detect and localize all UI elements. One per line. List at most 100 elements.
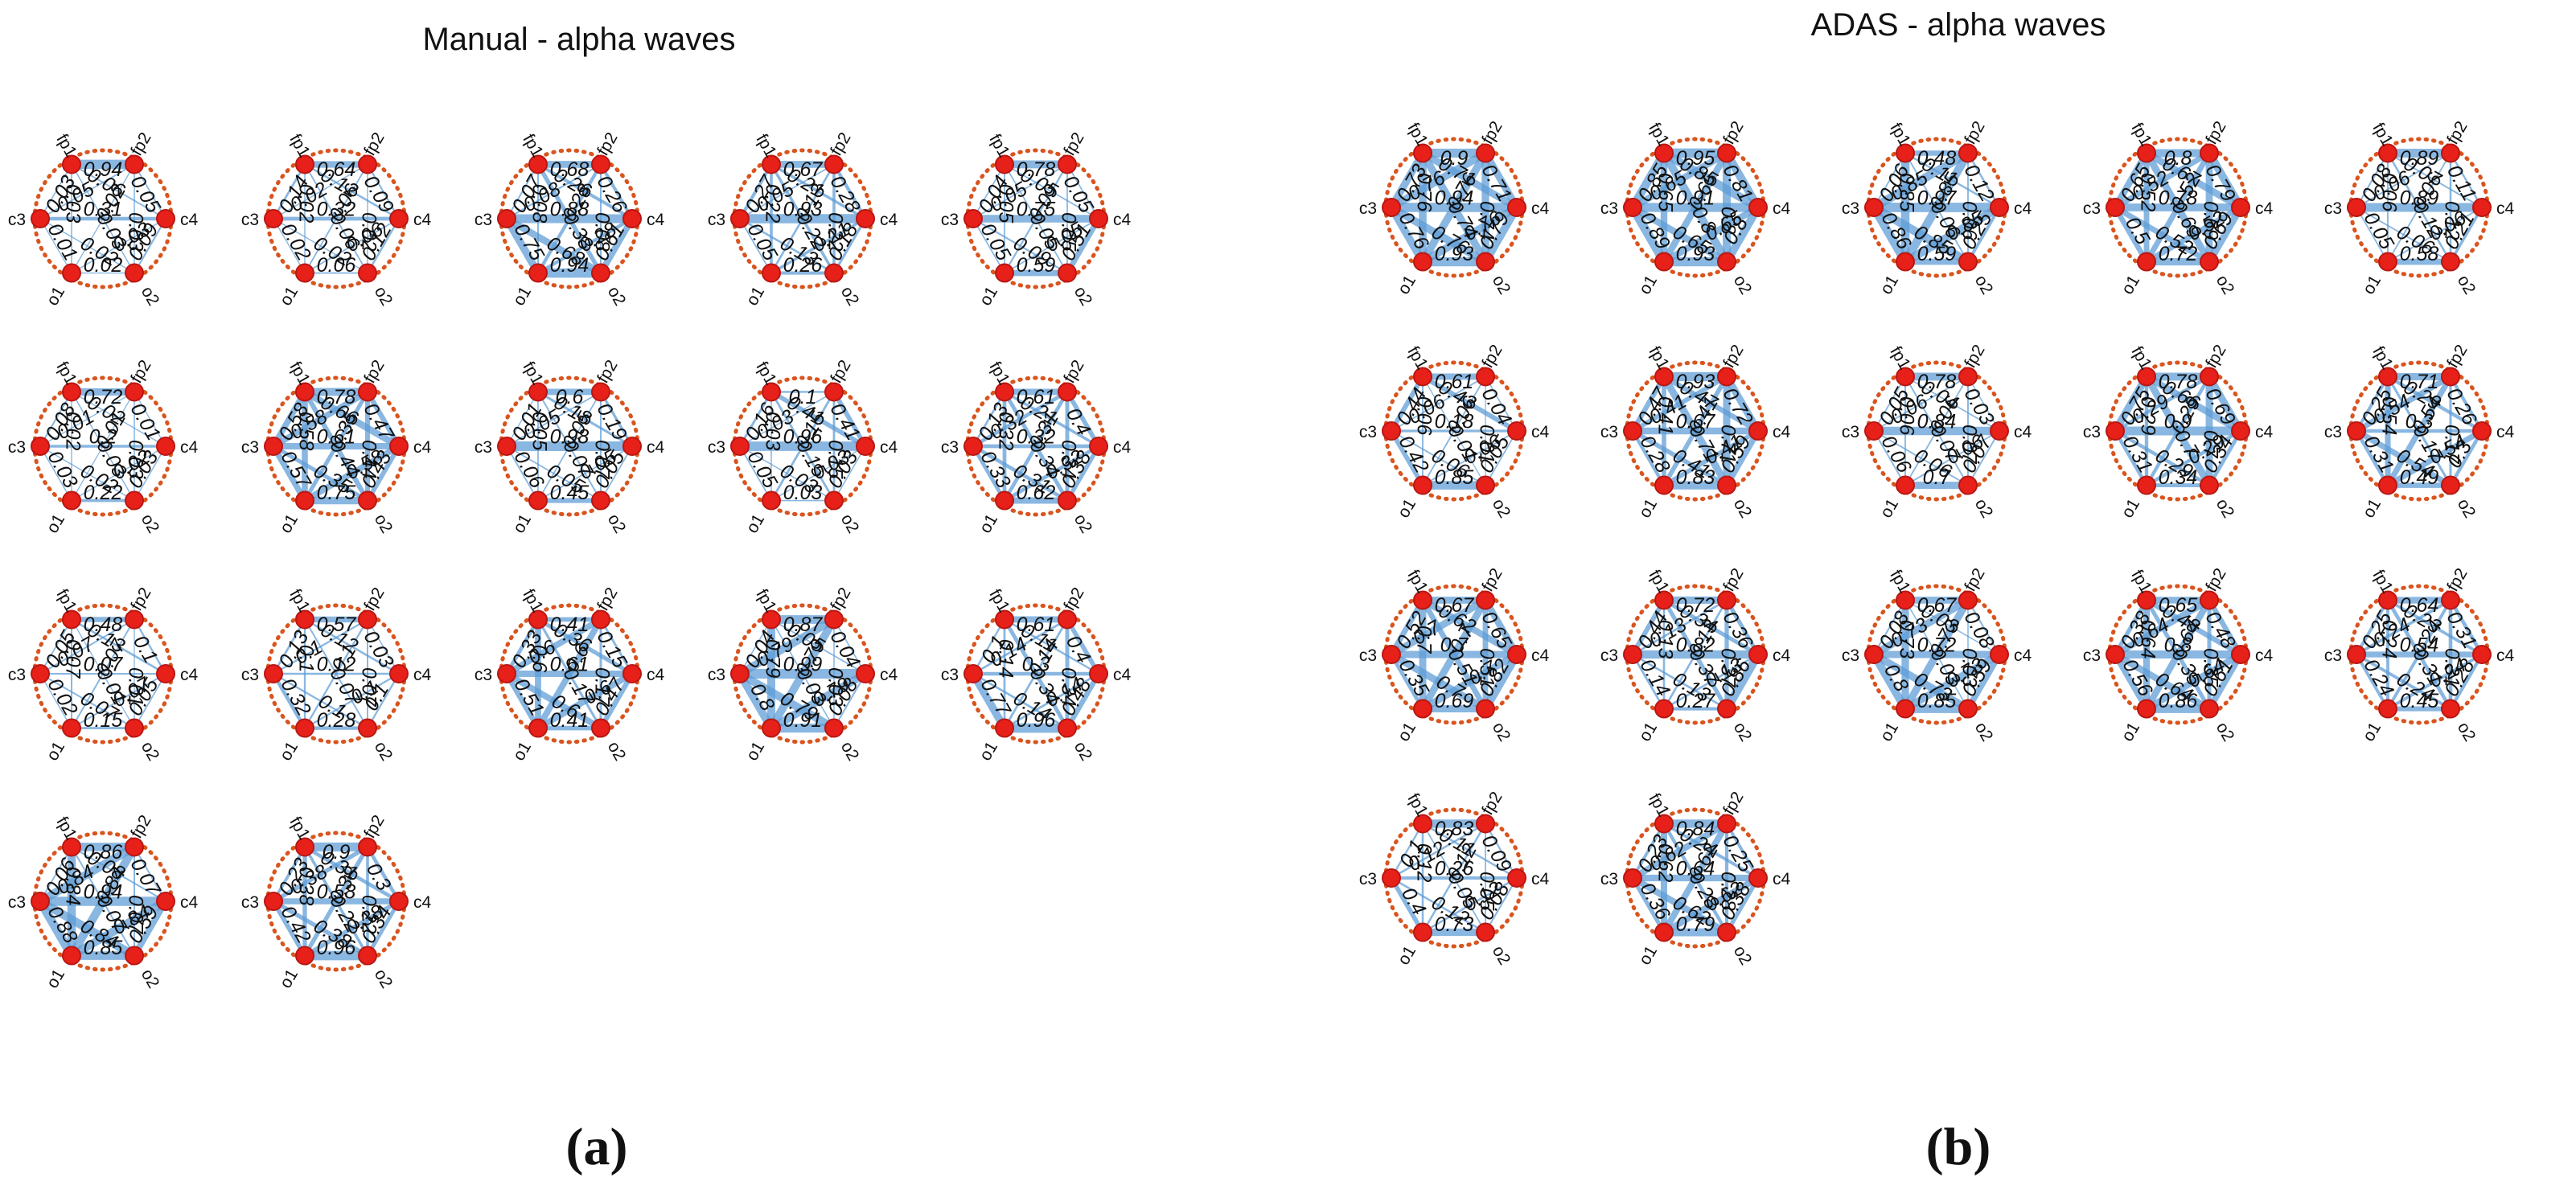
edge-weight-label: 0.8: [1716, 207, 1739, 235]
electrode-o2-label: o2: [1489, 272, 1514, 297]
edge-fp2-c3: [1631, 599, 1728, 656]
edge-weight-label: 0.02: [294, 184, 317, 224]
edge-weight-label: 0.07: [125, 855, 165, 901]
edge-weight-label: 0.61: [1017, 613, 1056, 636]
electrode-c4-label: c4: [880, 211, 898, 229]
electrode-o1-label: o1: [43, 738, 69, 764]
edge-fp2-c4: [599, 618, 634, 675]
edge-weight-label: 0.14: [1635, 655, 1674, 700]
electrode-fp2-node: [591, 382, 610, 402]
electrode-o1-node: [995, 718, 1014, 738]
electrode-c3-label: c3: [8, 893, 26, 912]
electrode-fp1-node: [1654, 143, 1674, 163]
electrode-c3-label: c3: [475, 438, 492, 457]
electrode-fp2-node: [1958, 367, 1978, 387]
edge-c3-o2: [1629, 203, 1731, 265]
edge-weight-label: 0.31: [84, 199, 123, 221]
edge-weight-label: 0.52: [2136, 173, 2159, 212]
edge-c4-o2: [366, 672, 401, 729]
edge-weight-label: 0.67: [1676, 411, 1716, 433]
electrode-o1-label: o1: [743, 511, 769, 536]
electrode-o2-label: o2: [1070, 511, 1096, 536]
electrode-fp2-label: fp2: [1060, 129, 1088, 159]
edge-weight-label: 0.22: [84, 482, 123, 504]
electrode-fp2-label: fp2: [1060, 357, 1088, 387]
edge-weight-label: 0.7: [1412, 626, 1435, 654]
electrode-fp2-label: fp2: [594, 357, 622, 387]
electrode-o1-node: [1654, 475, 1674, 495]
electrode-fp1-node: [995, 382, 1014, 402]
edge-weight-label: 0.34: [1057, 440, 1079, 479]
edge-weight-label: 0.22: [357, 895, 380, 934]
edge-weight-label: 0.29: [2136, 396, 2159, 436]
electrode-c4-label: c4: [2014, 423, 2032, 441]
electrode-o2-label: o2: [604, 738, 630, 764]
electrode-c4-node: [389, 892, 409, 911]
edge-c3-fp1: [1629, 597, 1667, 658]
electrode-c4-label: c4: [413, 893, 432, 912]
electrode-c4-node: [389, 437, 409, 456]
electrode-c3-label: c3: [708, 211, 725, 229]
edge-weight-label: 0.19: [592, 400, 631, 445]
electrode-c4-label: c4: [2255, 646, 2274, 665]
electrode-o2-node: [824, 263, 844, 283]
edge-weight-label: 0.01: [43, 219, 82, 265]
electrode-o2-label: o2: [837, 511, 863, 536]
edge-c3-o2: [1391, 430, 1486, 486]
electrode-o1-node: [528, 263, 548, 283]
edge-weight-label: 0.59: [1017, 254, 1056, 277]
electrode-c3-node: [1623, 868, 1642, 888]
edge-weight-label: 0.74: [1475, 201, 1498, 240]
electrode-c3-node: [264, 664, 283, 683]
edge-weight-label: 0.3: [2405, 411, 2434, 433]
electrode-o1-node: [528, 718, 548, 738]
edge-c4-o2: [133, 217, 167, 274]
electrode-o1-label: o1: [510, 511, 536, 536]
electrode-c3-node: [1864, 421, 1884, 441]
edge-fp2-c4: [2449, 152, 2484, 209]
edge-fp2-c4: [1066, 163, 1099, 219]
electrode-c3-label: c3: [8, 666, 26, 684]
electrode-o2-node: [1058, 718, 1077, 738]
electrode-o1-label: o1: [2360, 719, 2385, 745]
electrode-fp2-node: [125, 382, 144, 402]
edge-fp2-c4: [134, 391, 166, 447]
edge-weight-label: 0.84: [1917, 411, 1957, 433]
electrode-c4-node: [1748, 645, 1768, 664]
edge-weight-label: 0.2: [89, 426, 117, 449]
edge-fp2-c4: [134, 163, 166, 219]
edge-c3-o2: [971, 444, 1070, 503]
electrode-c3-label: c3: [2083, 199, 2101, 218]
electrode-fp2-label: fp2: [2202, 118, 2230, 148]
edge-o1-c3: [39, 673, 72, 729]
electrode-fp2-node: [1717, 143, 1736, 163]
electrode-fp1-node: [1654, 367, 1674, 387]
edge-fp2-c3: [2353, 373, 2454, 434]
electrode-o1-node: [995, 263, 1014, 283]
electrode-o1-label: o1: [2360, 495, 2385, 521]
edge-weight-label: 0.03: [124, 212, 146, 252]
edge-weight-label: 0.15: [592, 627, 631, 672]
electrode-o2-node: [1958, 699, 1978, 719]
edge-fp2-c4: [1481, 149, 1521, 211]
edge-c4-o2: [365, 444, 401, 503]
edge-o1-c3: [739, 218, 772, 274]
adas-panel-title: ADAS - alpha waves: [1811, 7, 2106, 43]
edge-c3-fp1: [39, 618, 72, 675]
edge-weight-label: 0.41: [550, 613, 590, 636]
edge-weight-label: 0.97: [1917, 187, 1958, 210]
electrode-fp2-label: fp2: [2443, 342, 2471, 371]
electrode-o2-label: o2: [138, 511, 163, 536]
electrode-o2-node: [1476, 475, 1495, 495]
edge-weight-label: 0.6: [528, 645, 550, 673]
edge-weight-label: 0.07: [84, 654, 124, 676]
electrode-c4-node: [2472, 198, 2492, 217]
edge-fp2-c4: [2448, 375, 2484, 433]
